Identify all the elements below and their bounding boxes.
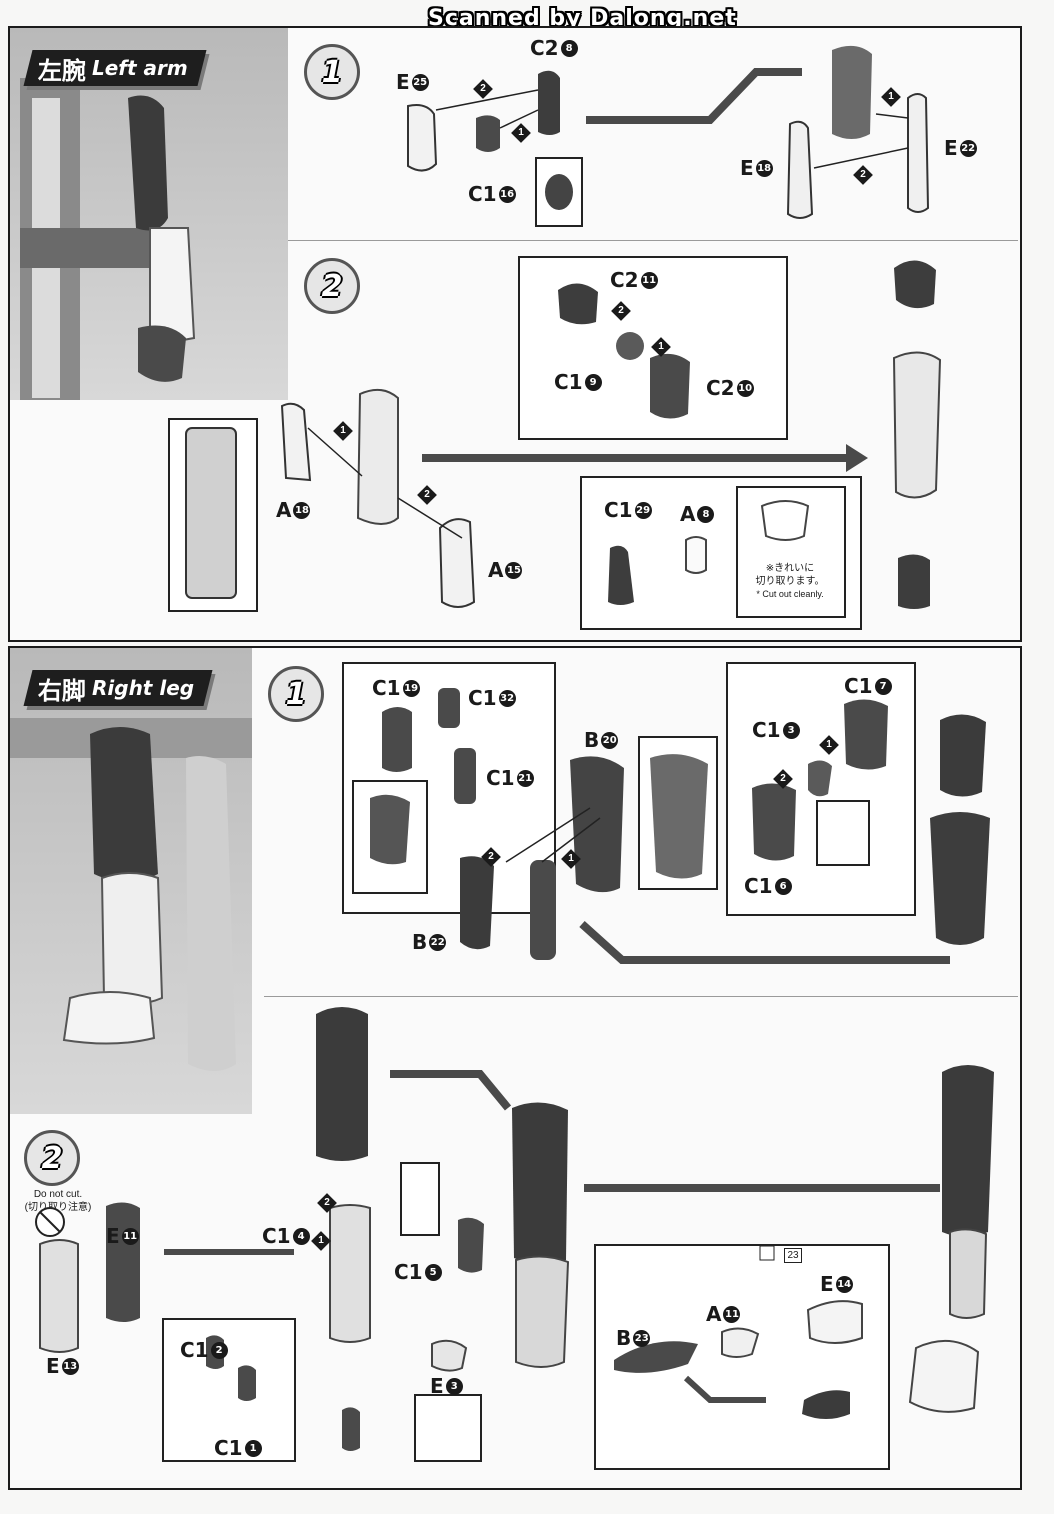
left-arm-figure-illustration: [20, 78, 196, 400]
leg-c15-part-box: [400, 1162, 440, 1236]
order-marker: 1: [311, 1231, 331, 1251]
arm-step1-badge: 1: [304, 44, 360, 100]
leg-step1-drawing: [370, 688, 990, 964]
order-marker: 1: [333, 421, 353, 441]
right-leg-figure-illustration: [10, 718, 252, 1071]
left-arm-reference-photo: 左腕 Left arm: [10, 28, 288, 400]
order-marker: 2: [417, 485, 437, 505]
leg-step-divider: [264, 996, 1018, 997]
sticker-reference: 23: [784, 1248, 802, 1263]
right-leg-reference-photo: 右脚 Right leg: [10, 648, 252, 1114]
arm-step1-drawing: [407, 45, 930, 227]
leg-e3-part-box: [414, 1394, 482, 1462]
order-marker: 2: [611, 301, 631, 321]
do-not-cut-en: Do not cut.: [33, 1189, 83, 1200]
arm-step-divider: [288, 240, 1018, 241]
arm-step2-number: 2: [321, 268, 343, 304]
cut-note-en: * Cut out cleanly.: [756, 589, 824, 599]
leg-step1-number: 1: [285, 676, 307, 712]
leg-step2-badge: 2: [24, 1130, 80, 1186]
leg-hip-part-box: [816, 800, 870, 866]
cut-note-jp-1: ※きれいに: [765, 563, 815, 574]
cut-cleanly-note: ※きれいに 切り取ります。 * Cut out cleanly.: [740, 562, 840, 601]
leg-knee-joint-detail-box: [162, 1318, 296, 1462]
arm-step2-drawing: [185, 260, 942, 609]
leg-step2-number: 2: [41, 1140, 63, 1176]
order-marker: 1: [651, 337, 671, 357]
arm-step2-badge: 2: [304, 258, 360, 314]
leg-step2-drawing: [35, 1007, 994, 1451]
do-not-cut-jp: (切り取り注意): [24, 1202, 92, 1213]
order-marker: 2: [317, 1193, 337, 1213]
do-not-cut-note: Do not cut. (切り取り注意): [18, 1188, 98, 1214]
leg-step1-badge: 1: [268, 666, 324, 722]
cut-note-jp-2: 切り取ります。: [755, 576, 825, 587]
arm-step1-number: 1: [321, 54, 343, 90]
